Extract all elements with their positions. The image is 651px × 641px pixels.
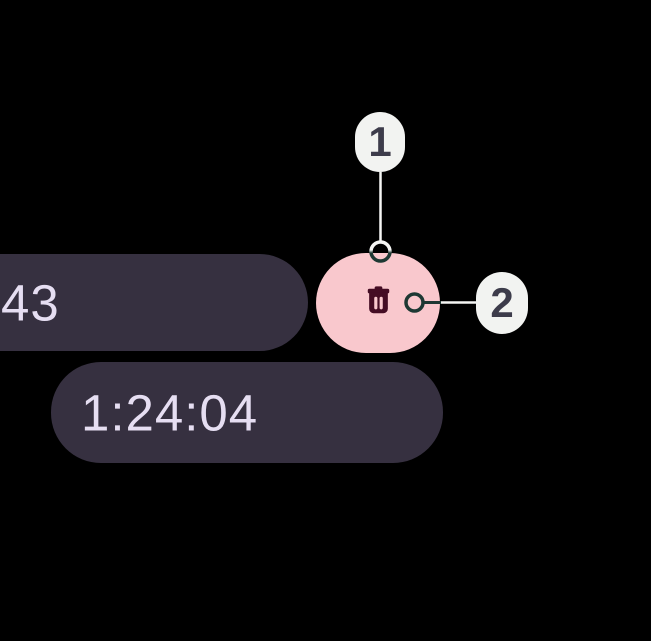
time-pill-partial: 43	[0, 254, 308, 351]
delete-button[interactable]	[316, 253, 440, 353]
callout-badge-1: 1	[355, 112, 405, 172]
callout-2-label: 2	[490, 279, 514, 326]
callout-badge-2: 2	[476, 272, 528, 334]
time-pill-full: 1:24:04	[51, 362, 443, 463]
callout-1-label: 1	[368, 118, 392, 165]
time-value-partial: 43	[1, 274, 60, 331]
time-value-full: 1:24:04	[81, 384, 259, 441]
trash-icon	[362, 286, 395, 318]
